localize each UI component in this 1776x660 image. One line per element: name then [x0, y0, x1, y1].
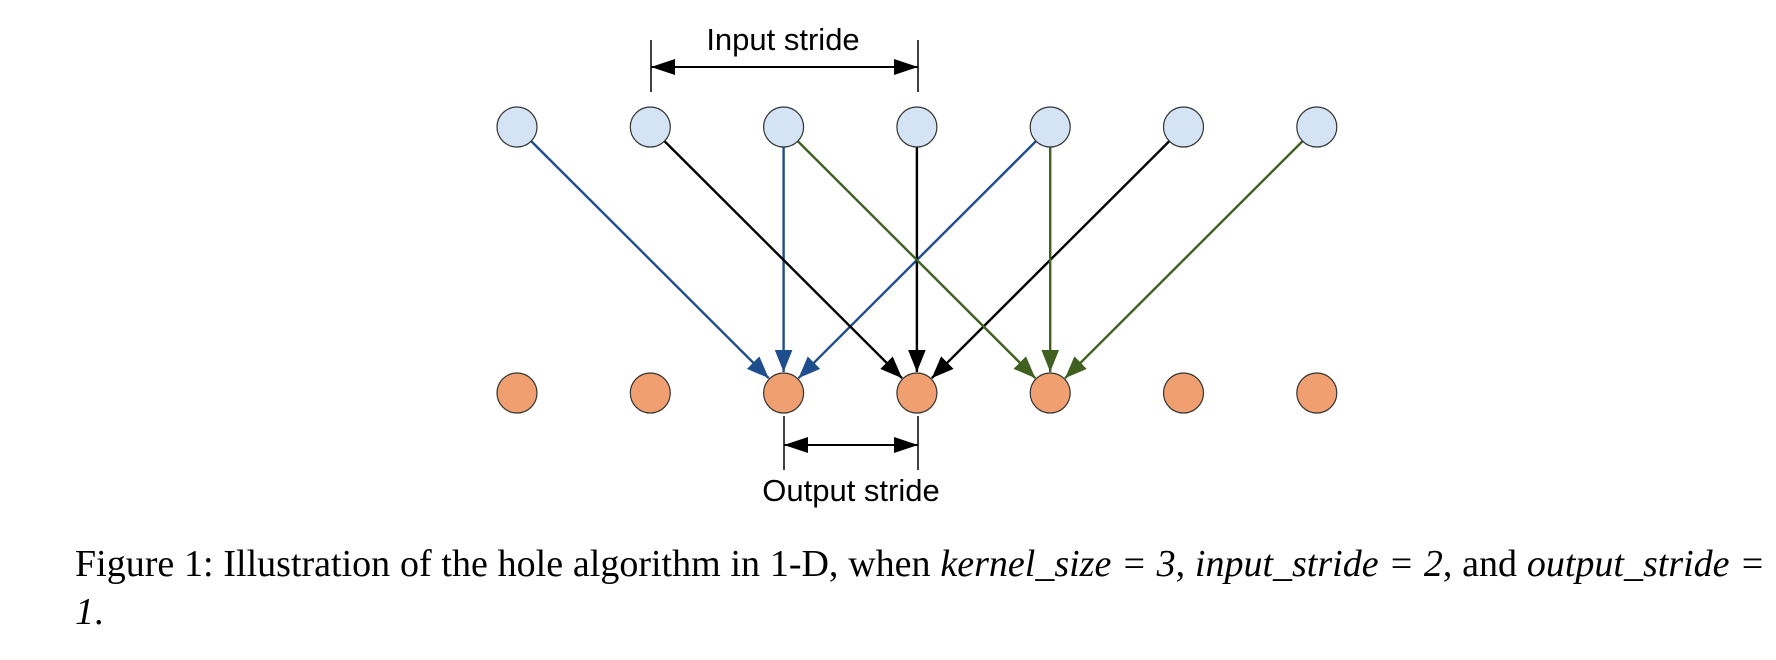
output-stride-label: Output stride	[762, 473, 939, 508]
kernel-connections	[530, 140, 1304, 380]
output-stride-marker: Output stride	[762, 416, 940, 508]
input-node-4	[1029, 106, 1071, 148]
input-node-5	[1162, 106, 1205, 148]
caption-separator-1: ,	[1175, 543, 1195, 585]
input-nodes	[496, 106, 1338, 148]
input-node-0	[496, 106, 538, 148]
output-node-6	[1296, 372, 1338, 414]
output-node-2	[762, 372, 805, 414]
caption-suffix: .	[94, 591, 104, 633]
caption-separator-2: , and	[1442, 543, 1527, 585]
output-node-4	[1029, 372, 1071, 414]
hole-algorithm-diagram: Input stride Output stride	[496, 22, 1338, 508]
input-node-1	[629, 106, 671, 148]
input-node-6	[1296, 106, 1338, 148]
caption-prefix: Figure 1: Illustration of the hole algor…	[75, 543, 941, 585]
input-node-3	[896, 106, 938, 148]
output-node-0	[496, 372, 538, 414]
caption-output-stride: output_stride = 1	[75, 543, 1765, 633]
output-node-3	[896, 372, 938, 414]
caption-input-stride: input_stride = 2	[1194, 543, 1443, 585]
output-nodes	[496, 372, 1338, 414]
figure-caption: Figure 1: Illustration of the hole algor…	[75, 540, 1765, 636]
input-stride-marker: Input stride	[650, 22, 919, 92]
connection-arrow-2-to-4	[796, 140, 1037, 380]
output-node-1	[629, 372, 671, 414]
connection-arrow-0-to-2	[530, 140, 770, 380]
input-node-2	[762, 106, 805, 148]
input-stride-label: Input stride	[706, 22, 859, 57]
connection-arrow-6-to-4	[1064, 140, 1304, 380]
connection-arrow-1-to-3	[663, 140, 903, 380]
output-node-5	[1162, 372, 1205, 414]
caption-kernel-size: kernel_size = 3	[940, 543, 1176, 585]
